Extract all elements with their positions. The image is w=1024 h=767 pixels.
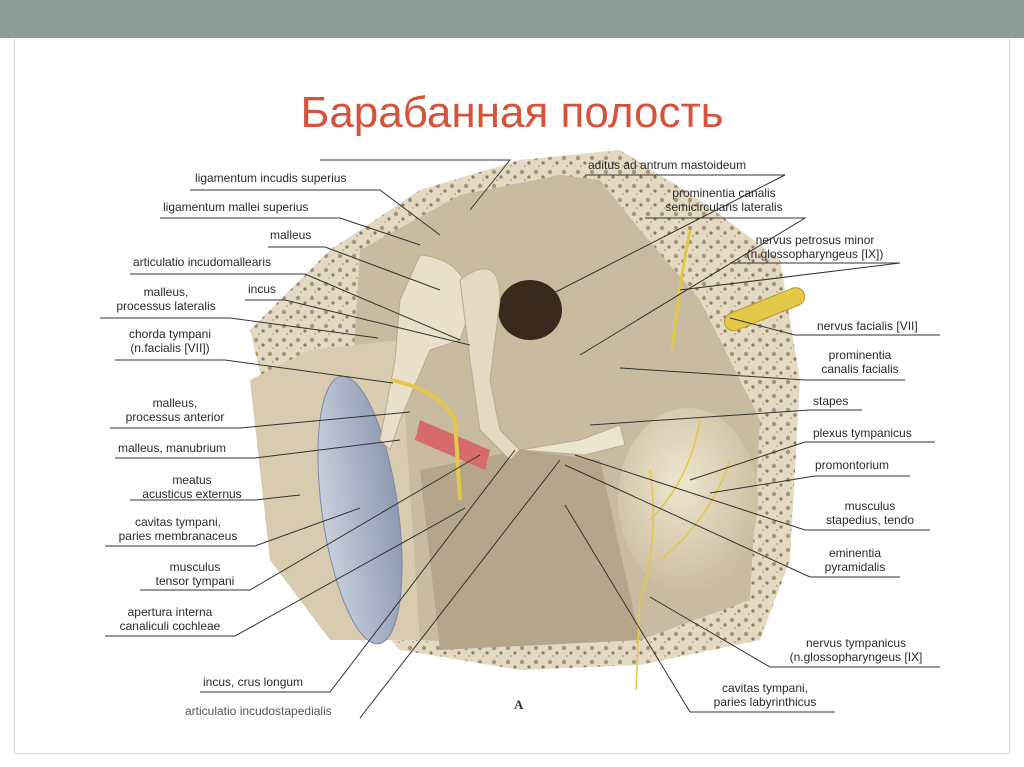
label-line: nervus petrosus minor bbox=[755, 233, 875, 247]
label-incus: incus bbox=[248, 282, 277, 296]
stapes-shape bbox=[519, 424, 626, 456]
incus-shape bbox=[459, 268, 521, 461]
panel-mark: A bbox=[514, 697, 524, 712]
label-line: pyramidalis bbox=[824, 560, 886, 574]
label-nervus-facialis: nervus facialis [VII] bbox=[817, 319, 918, 333]
medial-wall-shadow bbox=[420, 450, 640, 650]
label-line: paries membranaceus bbox=[118, 529, 238, 543]
top-bar bbox=[0, 0, 1024, 38]
label-malleus-manubrium: malleus, manubrium bbox=[118, 441, 227, 455]
label-line: musculus bbox=[169, 560, 221, 574]
label-line: tensor tympani bbox=[155, 574, 235, 588]
label-line: prominentia bbox=[828, 348, 892, 362]
label-line: acusticus externus bbox=[142, 487, 242, 501]
label-line: (n.glossopharyngeus [IX]) bbox=[746, 247, 884, 261]
slide-title: Барабанная полость bbox=[300, 88, 724, 137]
label-line: apertura interna bbox=[127, 605, 213, 619]
label-paries-membranaceus: cavitas tympani,paries membranaceus bbox=[105, 515, 251, 543]
label-line: processus lateralis bbox=[116, 299, 216, 313]
label-stapes: stapes bbox=[813, 394, 849, 408]
label-line: cavitas tympani, bbox=[134, 515, 222, 529]
label-line: canalis facialis bbox=[821, 362, 899, 376]
label-line: (n.facialis [VII]) bbox=[130, 341, 210, 355]
label-line: semicircularis lateralis bbox=[665, 200, 783, 214]
label-malleus-processus-lateralis: malleus,processus lateralis bbox=[105, 285, 227, 313]
label-line: stapedius, tendo bbox=[825, 513, 915, 527]
promontory bbox=[618, 408, 758, 592]
label-line: chorda tympani bbox=[128, 327, 212, 341]
label-line: paries labyrinthicus bbox=[713, 695, 817, 709]
label-ligamentum-mallei-superius: ligamentum mallei superius bbox=[163, 200, 309, 214]
label-articulatio-incudomallearis: articulatio incudomallearis bbox=[133, 255, 272, 269]
label-chorda-tympani: chorda tympani(n.facialis [VII]) bbox=[118, 327, 222, 355]
label-nervus-petrosus-minor: nervus petrosus minor(n.glossopharyngeus… bbox=[733, 233, 897, 261]
label-nervus-tympanicus: nervus tympanicus(n.glossopharyngeus [IX… bbox=[773, 636, 939, 664]
label-malleus-processus-anterior: malleus,processus anterior bbox=[113, 396, 237, 424]
label-line: canaliculi cochleae bbox=[119, 619, 221, 633]
label-line: prominentia canalis bbox=[672, 186, 776, 200]
label-line: malleus, bbox=[152, 396, 198, 410]
label-paries-labyrinthicus: cavitas tympani,paries labyrinthicus bbox=[698, 681, 832, 709]
label-line: (n.glossopharyngeus [IX] bbox=[789, 650, 923, 664]
label-line: eminentia bbox=[828, 546, 882, 560]
label-malleus: malleus bbox=[270, 228, 312, 242]
label-articulatio-incudostapedialis: articulatio incudostapedialis bbox=[185, 704, 332, 718]
label-promontorium: promontorium bbox=[815, 458, 890, 472]
label-line: meatus bbox=[172, 473, 212, 487]
label-plexus-tympanicus: plexus tympanicus bbox=[813, 426, 912, 440]
aditus-opening bbox=[498, 280, 562, 340]
label-line: musculus bbox=[844, 499, 896, 513]
label-aditus: aditus ad antrum mastoideum bbox=[588, 158, 747, 172]
slide-frame bbox=[14, 38, 1010, 754]
tensor-tympani-shape bbox=[415, 420, 490, 470]
petrosus-minor-shape bbox=[670, 229, 692, 351]
facial-nerve-shape bbox=[723, 287, 806, 332]
leader-lines bbox=[100, 159, 940, 719]
chorda-tympani-shape bbox=[389, 378, 462, 501]
label-line: malleus, bbox=[143, 285, 189, 299]
label-line: processus anterior bbox=[125, 410, 225, 424]
plexus-shape bbox=[635, 419, 731, 691]
label-line: cavitas tympani, bbox=[721, 681, 809, 695]
label-line: nervus tympanicus bbox=[805, 636, 907, 650]
label-ligamentum-incudis-superius: ligamentum incudis superius bbox=[195, 171, 347, 185]
label-incus-crus-longum: incus, crus longum bbox=[203, 675, 304, 689]
